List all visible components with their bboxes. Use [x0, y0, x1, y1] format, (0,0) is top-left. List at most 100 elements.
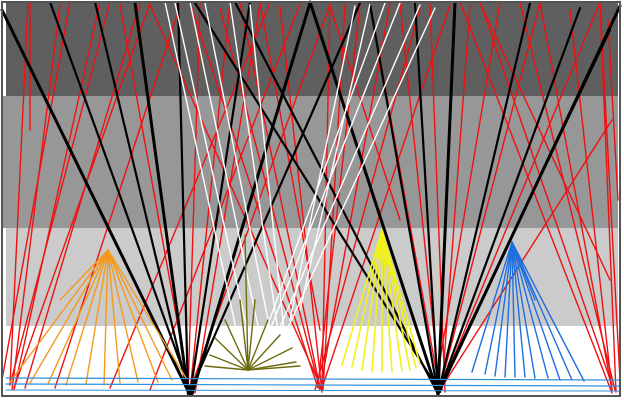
olive-fan-line: [247, 365, 301, 371]
red-ray: [194, 4, 261, 394]
red-ray: [441, 4, 471, 391]
red-ray: [1, 1, 71, 381]
blue-fan-line: [511, 241, 526, 378]
olive-fan-line: [239, 299, 249, 371]
olive-fan-line: [209, 354, 249, 371]
blue-fan-line: [484, 241, 513, 375]
olive-fan-line: [247, 319, 269, 371]
black-ray: [48, 0, 194, 397]
red-ray: [329, 5, 401, 221]
red-ray: [459, 1, 613, 394]
red-ray: [317, 4, 361, 386]
olive-fan-line: [247, 347, 293, 371]
white-ray: [299, 3, 371, 311]
blue-fan-line: [511, 241, 561, 381]
orange-fan-line: [47, 249, 109, 385]
olive-fan-line: [204, 365, 249, 371]
red-ray: [479, 2, 611, 281]
yellow-fan-line: [381, 229, 387, 261]
black-ray: [190, 1, 312, 396]
baseline-line: [5, 389, 621, 392]
red-ray: [439, 1, 601, 391]
red-ray: [239, 2, 321, 389]
orange-fan-line: [59, 249, 109, 301]
red-ray: [279, 5, 323, 393]
orange-fan-line: [107, 249, 121, 384]
red-ray: [189, 2, 319, 389]
blue-fan-line: [511, 241, 516, 378]
black-ray: [436, 6, 582, 396]
black-ray: [413, 1, 440, 396]
red-ray: [439, 2, 541, 389]
baseline-line: [5, 383, 621, 387]
white-ray: [249, 4, 286, 341]
baseline-line: [5, 377, 621, 381]
red-ray: [321, 4, 451, 389]
olive-fan-line: [247, 299, 256, 371]
orange-fan-line: [107, 249, 173, 381]
yellow-fan-line: [351, 229, 383, 368]
blue-fan-line: [494, 241, 513, 377]
red-ray: [9, 1, 111, 386]
white-ray: [229, 1, 281, 346]
blue-fan-line: [511, 241, 573, 381]
black-ray: [368, 2, 440, 396]
yellow-fan-line: [361, 229, 383, 371]
red-ray: [13, 2, 151, 389]
white-ray: [254, 2, 386, 361]
black-ray: [133, 1, 190, 394]
orange-fan-line: [29, 249, 109, 384]
black-ray: [436, 28, 612, 394]
white-ray: [164, 1, 246, 371]
blue-fan-line: [511, 241, 549, 379]
olive-fan-line: [214, 337, 249, 371]
red-ray: [599, 4, 617, 393]
black-ray: [308, 0, 440, 396]
white-ray: [279, 7, 436, 346]
red-ray: [187, 1, 201, 394]
red-ray: [149, 4, 321, 386]
blue-fan-line: [471, 241, 513, 373]
olive-fan-line: [244, 234, 249, 371]
red-ray: [314, 7, 421, 391]
black-ray: [193, 1, 442, 394]
red-ray: [189, 1, 231, 393]
red-ray: [149, 3, 301, 391]
white-ray: [204, 2, 276, 356]
red-ray: [13, 1, 101, 391]
yellow-fan-line: [381, 229, 411, 371]
red-ray: [519, 2, 616, 391]
red-ray: [599, 2, 621, 381]
orange-fan-line: [65, 249, 109, 386]
orange-fan-line: [9, 249, 109, 383]
orange-fan-line: [107, 249, 139, 383]
red-ray: [439, 119, 613, 391]
blue-fan-line: [511, 241, 536, 379]
red-ray: [479, 1, 613, 386]
blue-fan-line: [504, 241, 513, 378]
white-ray: [189, 1, 266, 361]
black-ray: [93, 0, 190, 394]
olive-fan-line: [224, 319, 249, 371]
red-ray: [429, 2, 446, 393]
orange-fan-line: [103, 249, 109, 386]
black-ray: [436, 1, 532, 396]
red-ray: [434, 1, 501, 391]
yellow-fan-line: [381, 229, 417, 369]
orange-fan-line: [85, 249, 109, 385]
yellow-fan-line: [381, 229, 421, 365]
red-ray: [569, 9, 613, 391]
yellow-fan-line: [381, 229, 393, 373]
yellow-fan-line: [371, 229, 383, 373]
red-ray: [607, 19, 619, 201]
orange-fan-line: [107, 249, 187, 379]
white-ray: [174, 2, 256, 366]
olive-fan-line: [247, 361, 297, 371]
red-ray: [54, 5, 181, 389]
orange-fan-line: [107, 249, 159, 383]
red-ray: [319, 2, 391, 391]
black-ray: [436, 1, 457, 396]
